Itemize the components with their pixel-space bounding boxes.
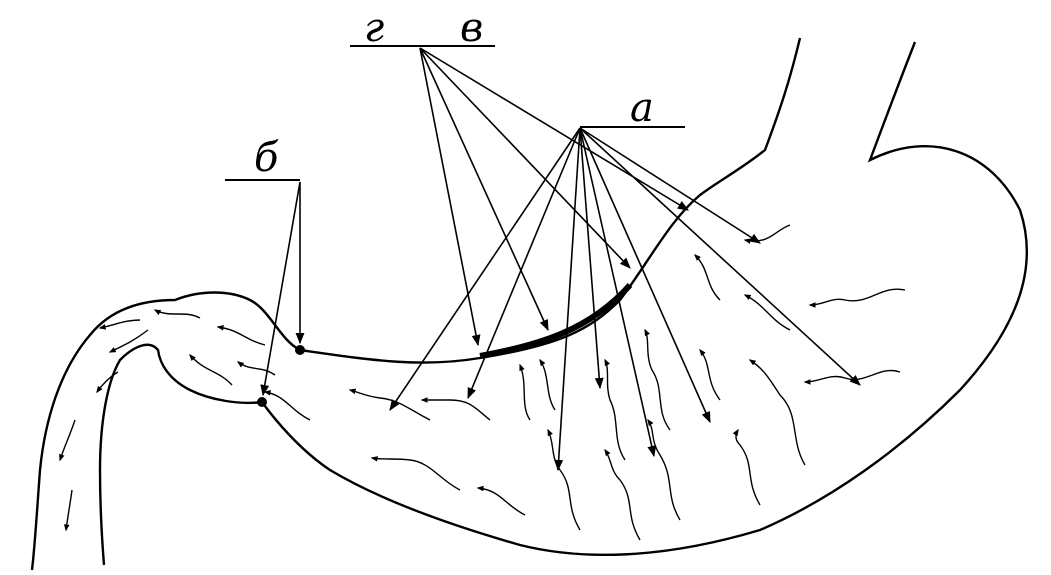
leader-lines-a — [389, 127, 861, 472]
duodenum-inner-outline — [98, 343, 263, 566]
pyloric-point-upper — [295, 345, 305, 355]
label-g: г — [364, 5, 385, 51]
pyloric-point-lower — [257, 397, 267, 407]
label-b: б — [254, 135, 279, 181]
leader-lines-b — [260, 181, 305, 397]
lesser-curvature-thickened — [479, 283, 633, 359]
leader-lines-g-v — [419, 47, 689, 347]
flow-arrows — [59, 224, 906, 541]
label-a: а — [630, 85, 654, 131]
label-v: в — [460, 5, 484, 51]
stomach-outline-greater-curvature — [261, 41, 1028, 557]
duodenum-outline — [30, 291, 301, 571]
stomach-outline-lesser-curvature — [299, 37, 802, 364]
